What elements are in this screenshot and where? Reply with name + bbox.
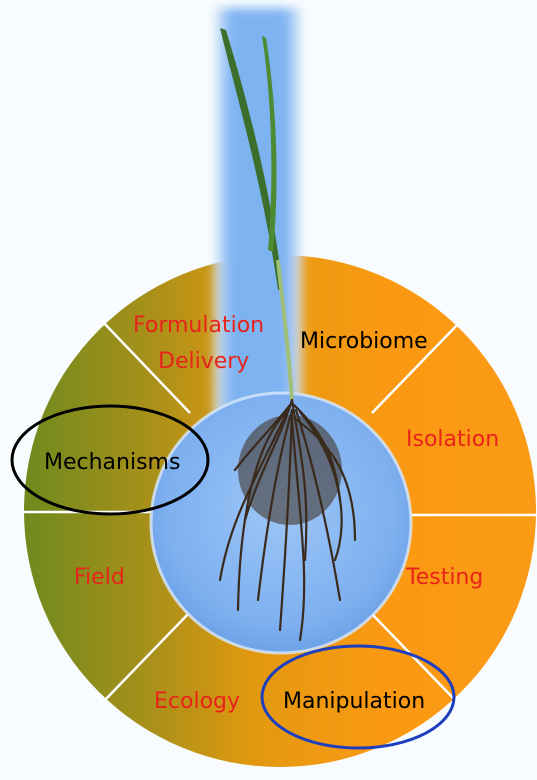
label-formulation: Formulation	[133, 313, 264, 338]
label-mechanisms: Mechanisms	[44, 450, 180, 475]
label-field: Field	[74, 565, 125, 590]
label-microbiome: Microbiome	[300, 329, 428, 354]
label-testing: Testing	[405, 565, 483, 590]
label-isolation: Isolation	[406, 427, 499, 452]
label-ecology: Ecology	[154, 689, 240, 714]
label-manipulation: Manipulation	[283, 689, 425, 714]
label-delivery: Delivery	[158, 349, 249, 374]
